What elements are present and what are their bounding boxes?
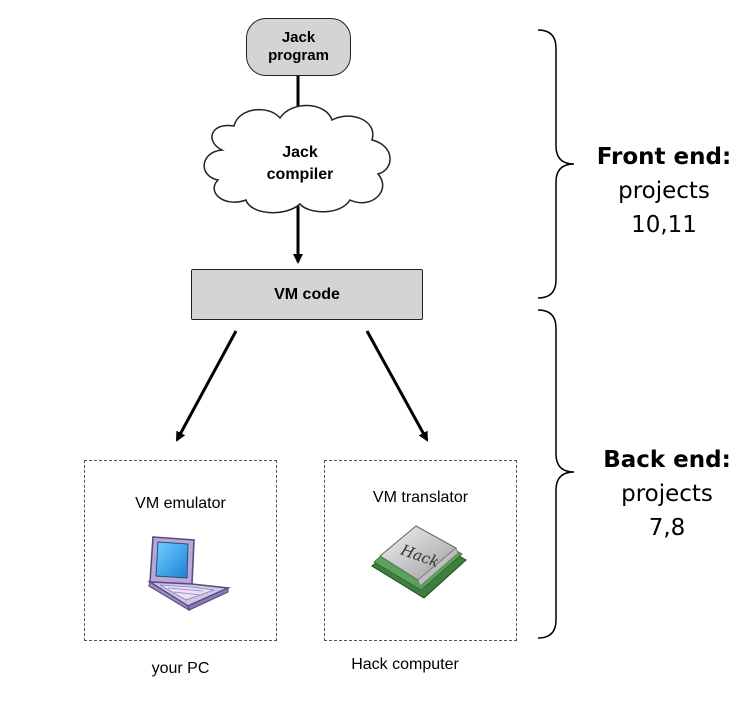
vm-emulator-title: VM emulator (135, 495, 226, 512)
back-end-projects: projects (621, 481, 713, 507)
jack-program-node: Jack program (246, 18, 351, 76)
vmcode-to-translator-arrow (365, 330, 429, 442)
front-end-projects: projects (618, 178, 710, 204)
front-end-heading: Front end: (596, 144, 732, 170)
jack-compiler-line-2: compiler (266, 166, 334, 183)
cpu-chip-icon: Hack (371, 525, 467, 599)
front-end-brace (537, 29, 575, 299)
back-end-numbers: 7,8 (648, 515, 686, 541)
compiler-cloud-shape (203, 104, 391, 214)
vmcode-to-emulator-arrow (175, 330, 238, 442)
back-end-label: Back end: projects 7,8 (600, 443, 734, 545)
vm-emulator-box: VM emulator (84, 460, 277, 641)
jack-program-line-2: program (268, 47, 329, 64)
vm-code-node: VM code (191, 269, 423, 320)
back-end-heading: Back end: (603, 447, 731, 473)
vm-translator-box: VM translator (324, 460, 517, 641)
front-end-numbers: 10,11 (631, 212, 697, 238)
laptop-icon (147, 536, 231, 612)
jack-program-line-1: Jack (281, 29, 316, 46)
vm-translator-title: VM translator (372, 489, 469, 506)
jack-compiler-node: Jack compiler (241, 142, 359, 186)
your-pc-caption: your PC (151, 660, 210, 677)
vm-code-label: VM code (274, 285, 340, 303)
front-end-label: Front end: projects 10,11 (594, 140, 734, 242)
back-end-brace (537, 309, 575, 639)
hack-computer-caption: Hack computer (351, 656, 459, 673)
jack-compiler-line-1: Jack (282, 144, 318, 161)
